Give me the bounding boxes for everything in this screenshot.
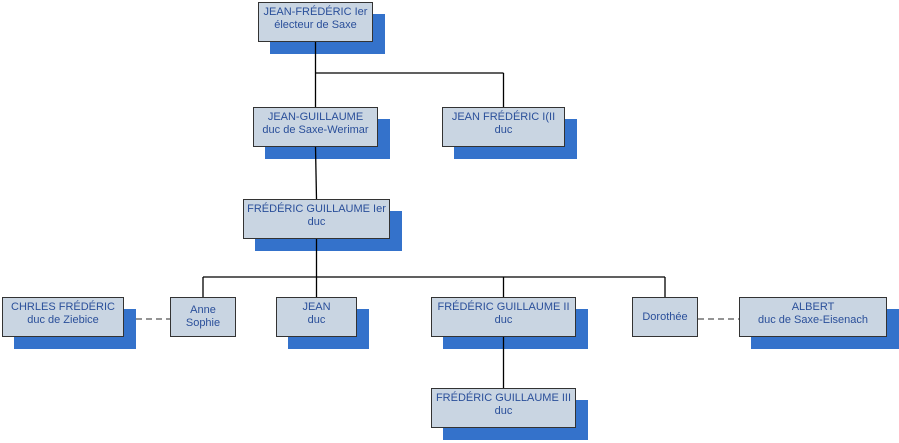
person-title: duc — [494, 405, 513, 417]
person-title: Sophie — [185, 317, 221, 329]
person-title: duc de Saxe-Werimar — [262, 124, 369, 136]
person-name: Anne — [190, 304, 216, 316]
person-name: ALBERT — [791, 301, 835, 313]
person-name: JEAN FRÉDÉRIC I(II — [451, 111, 556, 123]
person-title: duc — [494, 124, 513, 136]
person-name: FRÉDÉRIC GUILLAUME Ier — [247, 203, 386, 215]
person-title: duc — [494, 314, 513, 326]
person-name: Dorothée — [642, 310, 688, 323]
person-title: duc de Saxe-Eisenach — [757, 314, 869, 326]
person-name: JEAN-FRÉDÉRIC Ier — [263, 6, 368, 18]
person-name: JEAN-GUILLAUME — [267, 111, 364, 123]
person-name: FRÉDÉRIC GUILLAUME III — [435, 392, 572, 404]
person-title: duc de Ziebice — [27, 314, 99, 326]
parent-link-jg-fg1 — [314, 146, 318, 200]
person-node-doro[interactable]: Dorothée — [632, 297, 698, 337]
person-title: duc — [307, 314, 326, 326]
person-name: JEAN — [302, 301, 331, 313]
person-name: FRÉDÉRIC GUILLAUME II — [437, 301, 570, 313]
person-title: électeur de Saxe — [274, 19, 357, 31]
person-name: CHRLES FRÉDÉRIC — [11, 301, 115, 313]
person-title: duc — [307, 216, 326, 228]
